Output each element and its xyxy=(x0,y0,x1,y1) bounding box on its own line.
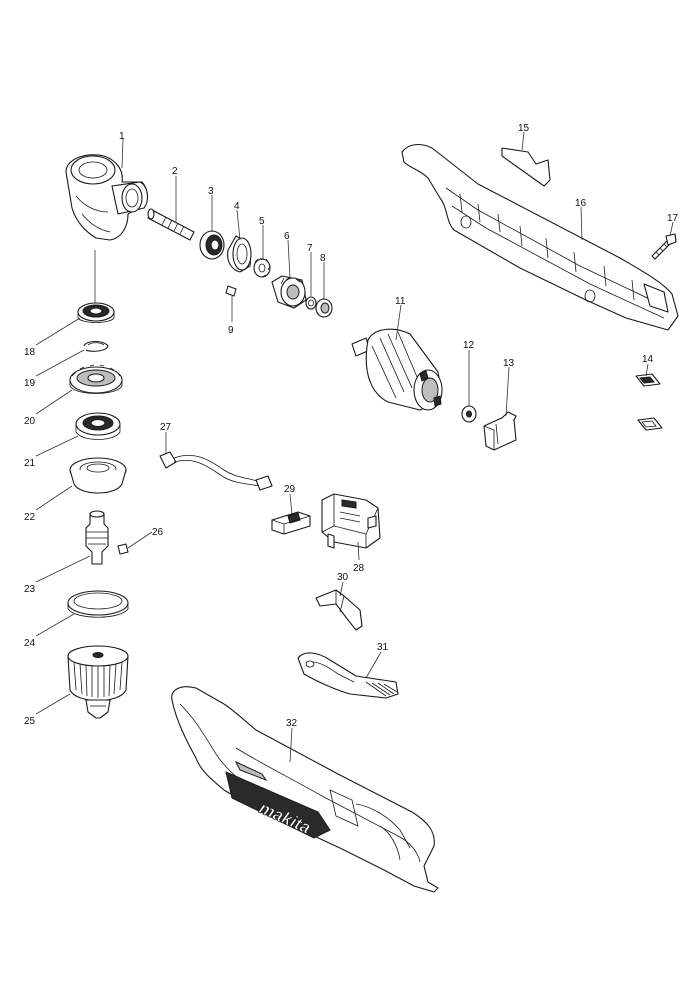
part-bevel-gear-6 xyxy=(271,275,307,309)
part-bevel-gear-20 xyxy=(69,364,123,394)
leader-lines xyxy=(35,131,674,763)
callout-27: 27 xyxy=(160,422,172,433)
callout-6: 6 xyxy=(284,231,290,242)
part-bearing-box-22 xyxy=(69,457,127,494)
part-sleeve-4 xyxy=(227,235,252,273)
part-switch-28 xyxy=(321,493,381,549)
part-retaining-ring-7 xyxy=(305,296,317,310)
callout-15: 15 xyxy=(518,123,530,134)
callout-22: 22 xyxy=(24,512,36,523)
part-keyless-chuck-25 xyxy=(67,645,129,719)
part-retaining-ring-19 xyxy=(83,340,109,352)
part-motor xyxy=(351,328,443,411)
callout-24: 24 xyxy=(24,638,36,649)
callout-14: 14 xyxy=(642,354,654,365)
callout-19: 19 xyxy=(24,378,36,389)
part-spindle-23 xyxy=(85,510,109,565)
callout-13: 13 xyxy=(503,358,515,369)
callout-28: 28 xyxy=(353,563,365,574)
callout-26: 26 xyxy=(152,527,164,538)
callout-25: 25 xyxy=(24,716,36,727)
part-spindle-2 xyxy=(147,208,195,241)
part-pin-9 xyxy=(225,285,237,297)
callout-5: 5 xyxy=(259,216,265,227)
part-housing-set-16 xyxy=(401,143,679,331)
callout-17: 17 xyxy=(667,213,679,224)
callout-29: 29 xyxy=(284,484,296,495)
callout-12: 12 xyxy=(463,340,475,351)
callout-32: 32 xyxy=(286,718,298,729)
part-lead-wire-27 xyxy=(159,451,273,491)
callout-23: 23 xyxy=(24,584,36,595)
part-terminal-plate-14 xyxy=(635,373,663,431)
part-gear-housing xyxy=(65,154,149,241)
part-reverse-lever-29 xyxy=(271,511,311,535)
part-washer-12 xyxy=(461,405,477,423)
callout-1: 1 xyxy=(119,131,125,142)
part-bracket-13 xyxy=(483,411,517,451)
part-ball-bearing-18 xyxy=(77,302,115,323)
callout-20: 20 xyxy=(24,416,36,427)
part-housing-cover-32: makita xyxy=(171,686,439,893)
callout-3: 3 xyxy=(208,186,214,197)
callout-8: 8 xyxy=(320,253,326,264)
callout-4: 4 xyxy=(234,201,240,212)
part-ball-bearing-21 xyxy=(75,412,121,440)
callout-30: 30 xyxy=(337,572,349,583)
part-spacer-26 xyxy=(117,543,129,555)
part-name-plate-15 xyxy=(501,147,551,187)
callout-18: 18 xyxy=(24,347,36,358)
part-tapping-screw-17 xyxy=(651,233,677,260)
callout-11: 11 xyxy=(395,296,406,307)
part-ring-24 xyxy=(67,590,129,618)
part-bearing-8 xyxy=(315,298,333,318)
callout-numbers: 1 2 3 4 5 6 7 8 9 11 12 13 14 15 16 17 1… xyxy=(24,123,679,729)
callout-31: 31 xyxy=(377,642,389,653)
part-ball-bearing-3 xyxy=(199,230,225,260)
part-pinion-gear-5 xyxy=(253,257,271,278)
callout-16: 16 xyxy=(575,198,587,209)
callout-21: 21 xyxy=(24,458,36,469)
callout-9: 9 xyxy=(228,325,234,336)
callout-2: 2 xyxy=(172,166,178,177)
part-trigger-lever-31 xyxy=(297,652,399,699)
part-switch-trigger-30 xyxy=(315,589,363,631)
callout-7: 7 xyxy=(307,243,313,254)
